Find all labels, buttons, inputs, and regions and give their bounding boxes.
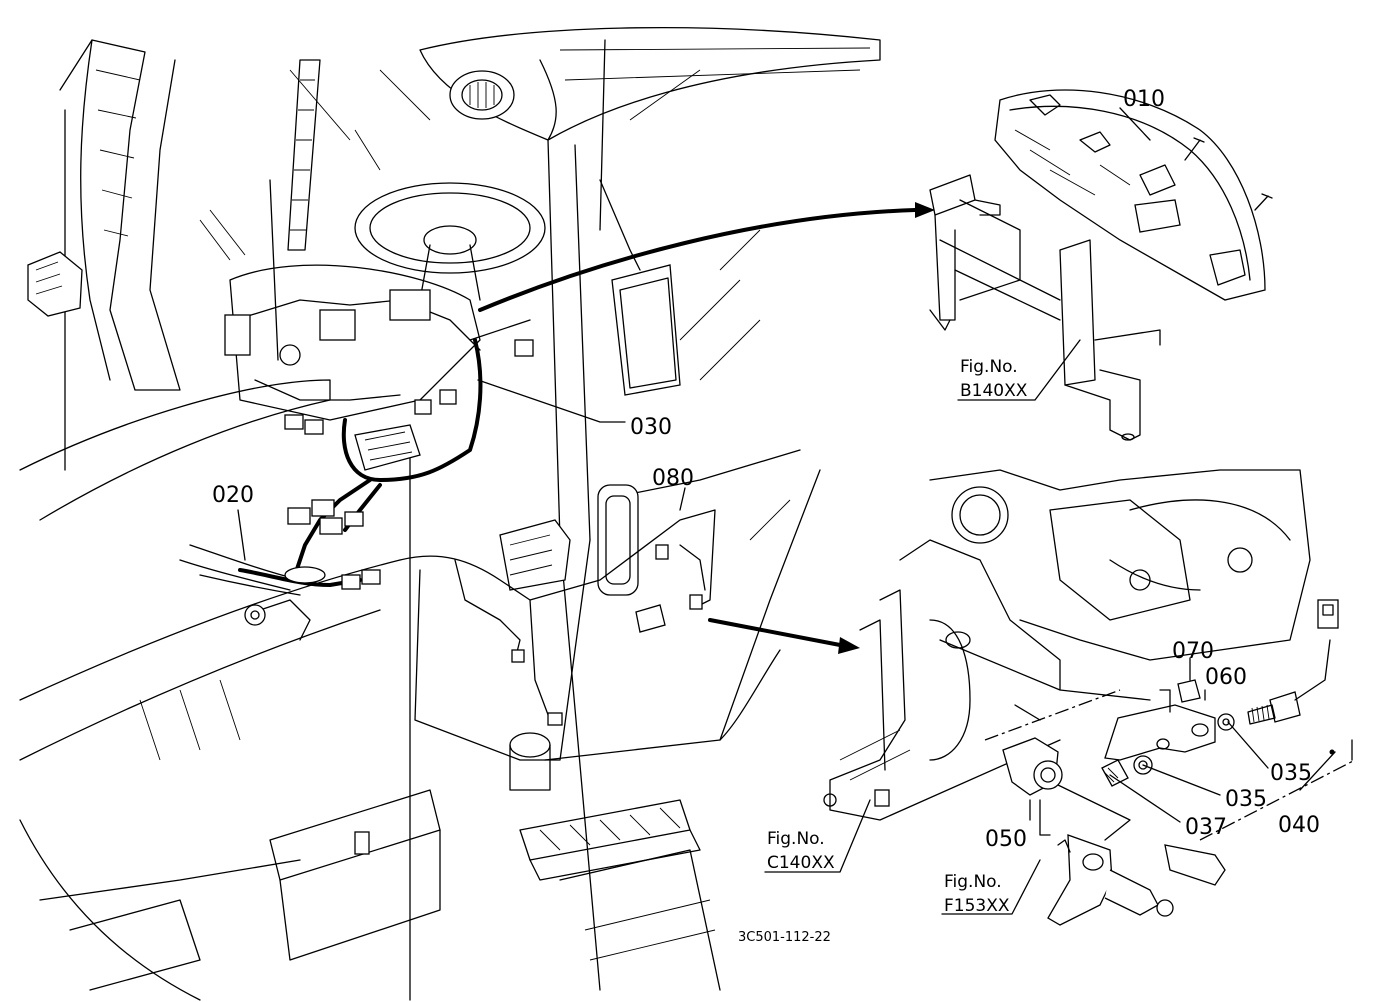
fig-ref-f-code: F153XX (944, 896, 1010, 916)
figure-references: Fig.No. B140XX Fig.No. C140XX Fig.No. F1… (767, 357, 1028, 916)
drawing-code: 3C501-112-22 (738, 930, 831, 945)
fig-ref-c-code: C140XX (767, 853, 835, 873)
callout-080: 080 (652, 466, 694, 491)
fig-ref-f-label: Fig.No. (944, 872, 1002, 892)
callout-010: 010 (1123, 87, 1165, 112)
callout-040: 040 (1278, 813, 1320, 838)
callout-037: 037 (1185, 815, 1227, 840)
fig-ref-b-label: Fig.No. (960, 357, 1018, 377)
leader-lines (237, 107, 1336, 915)
callout-020: 020 (212, 483, 254, 508)
callout-labels: 010 020 030 080 070 060 035 035 037 040 … (212, 87, 1320, 852)
callout-060: 060 (1205, 665, 1247, 690)
callout-035-lower: 035 (1225, 787, 1267, 812)
instrument-panel-assembly (478, 89, 1273, 441)
fig-ref-c-label: Fig.No. (767, 829, 825, 849)
cab-structure (19, 27, 881, 1001)
engine-block-detail (708, 469, 1356, 926)
wiring-harness (179, 289, 716, 726)
callout-035-upper: 035 (1270, 761, 1312, 786)
callout-070: 070 (1172, 639, 1214, 664)
fig-ref-b-code: B140XX (960, 381, 1028, 401)
callout-050: 050 (985, 827, 1027, 852)
callout-030: 030 (630, 415, 672, 440)
